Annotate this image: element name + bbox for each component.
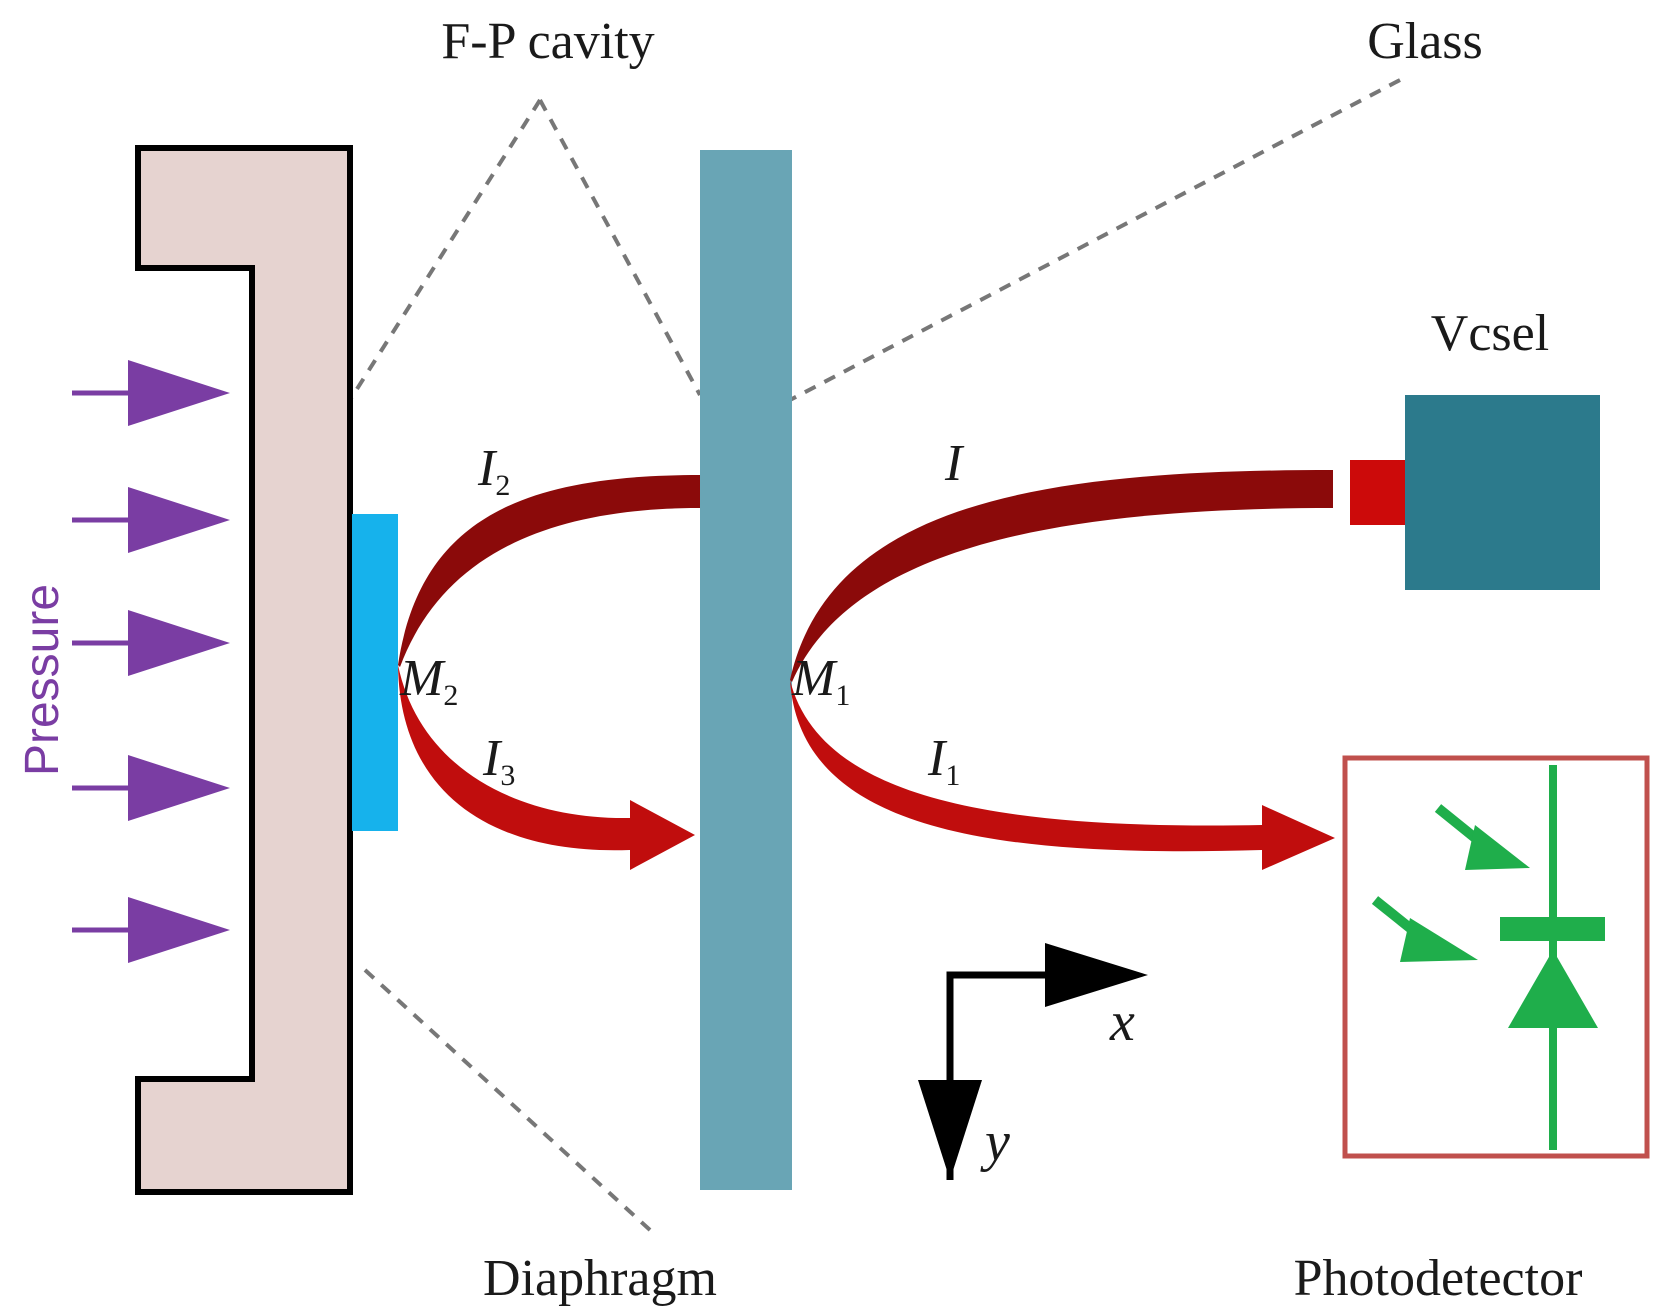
mirror-m2-sub: 2 <box>443 679 458 712</box>
photodetector-box <box>1342 755 1650 1159</box>
diaphragm-leader <box>363 968 652 1232</box>
glass-label: Glass <box>1367 13 1483 70</box>
beam-i3-label: I3 <box>482 730 515 792</box>
x-axis-label: x <box>1109 991 1135 1053</box>
mirror-m1-sub: 1 <box>835 679 850 712</box>
diaphragm-label: Diaphragm <box>483 1250 717 1307</box>
coordinate-axes <box>918 943 1148 1180</box>
beam-i3-base: I <box>482 730 503 787</box>
mirror-m2-label: M2 <box>399 650 458 712</box>
vcsel-body <box>1405 395 1600 590</box>
pressure-arrow <box>72 360 230 426</box>
pressure-arrow <box>72 610 230 676</box>
fp-leader-right <box>538 99 702 396</box>
photodiode-symbol <box>1371 765 1605 1150</box>
beam-i2-base: I <box>477 440 498 497</box>
pressure-label: Pressure <box>16 584 69 776</box>
beam-i1-label: I1 <box>927 730 960 792</box>
beam-i2-sub: 2 <box>495 469 510 502</box>
beam-i-label: I <box>944 435 965 492</box>
y-axis-label: y <box>980 1111 1010 1173</box>
beam-incident <box>790 470 1333 682</box>
beam-i2 <box>398 475 700 667</box>
fp-leader-left <box>348 98 542 402</box>
beam-i1 <box>790 680 1335 870</box>
beam-i2-label: I2 <box>477 440 510 502</box>
beam-i3-sub: 3 <box>500 759 515 792</box>
x-axis-arrowhead <box>1045 943 1148 1007</box>
mirror-m1-base: M <box>791 650 838 707</box>
leader-lines <box>348 78 1401 1232</box>
pressure-arrows <box>72 360 230 963</box>
pressure-arrow <box>72 487 230 553</box>
photodetector-label: Photodetector <box>1294 1250 1583 1307</box>
vcsel-emitter <box>1350 460 1405 525</box>
pressure-arrow <box>72 755 230 821</box>
glass-leader <box>789 78 1401 402</box>
vcsel-label: Vcsel <box>1431 305 1549 362</box>
mirror-m2-base: M <box>399 650 446 707</box>
fp-cavity-label: F-P cavity <box>441 13 654 70</box>
beam-i3 <box>398 665 695 870</box>
pressure-arrow <box>72 897 230 963</box>
mirror-m1-label: M1 <box>791 650 850 712</box>
beam-i1-base: I <box>927 730 948 787</box>
beam-i1-sub: 1 <box>945 759 960 792</box>
y-axis-arrowhead <box>918 1080 982 1180</box>
diaphragm-mirror <box>352 514 398 831</box>
sensor-housing <box>135 145 353 1195</box>
glass-slab <box>700 150 792 1190</box>
